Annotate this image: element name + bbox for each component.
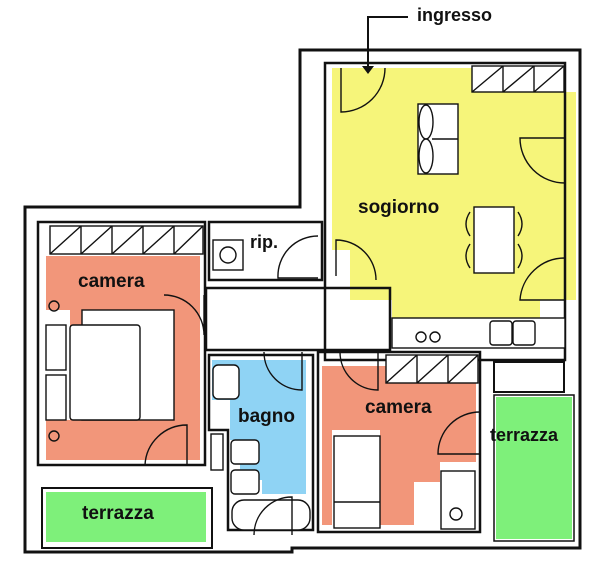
wardrobe-camera-1 <box>49 225 204 255</box>
room-fills <box>46 68 576 542</box>
room-label-terrazza-2: terrazza <box>490 425 559 445</box>
room-label-ripostiglio: rip. <box>250 232 279 252</box>
double-bed <box>45 300 175 442</box>
wardrobe-sogiorno <box>471 65 565 93</box>
single-bed <box>333 435 381 529</box>
bathroom-fixtures <box>210 364 311 531</box>
entrance-arrow-icon <box>362 16 408 74</box>
sofa <box>417 103 459 175</box>
room-label-sogiorno: sogiorno <box>358 197 440 218</box>
kitchen-counter <box>391 317 566 349</box>
doors <box>144 67 566 536</box>
sogiorno-fill <box>332 68 576 330</box>
entrance-label: ingresso <box>417 5 493 25</box>
boiler <box>212 239 244 271</box>
room-label-camera-2: camera <box>365 397 432 418</box>
dining-table <box>465 206 523 274</box>
terrazza-1-fill <box>46 492 206 542</box>
terrazza-2-fill <box>496 397 572 539</box>
wardrobe-camera-2 <box>385 354 479 384</box>
room-label-bagno: bagno <box>238 406 295 427</box>
desk <box>440 470 476 530</box>
room-label-camera-1: camera <box>78 271 145 292</box>
room-label-terrazza-1: terrazza <box>82 503 154 524</box>
camera-2-fill <box>322 366 476 525</box>
walls <box>23 48 582 554</box>
